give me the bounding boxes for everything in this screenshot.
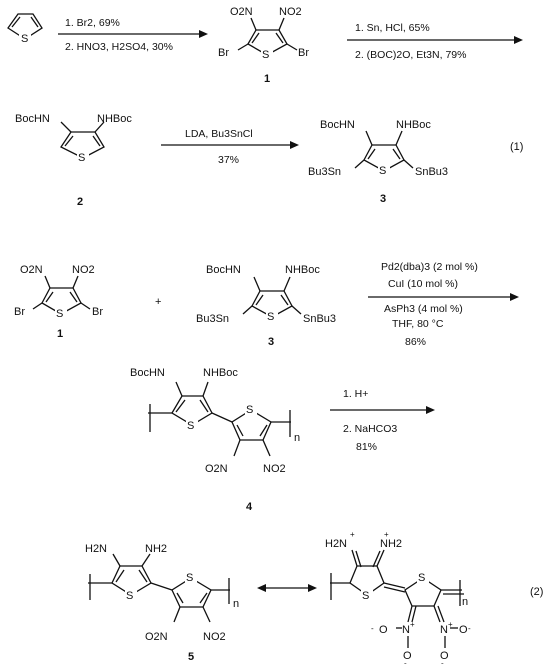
repeat-unit-n: n [462,596,468,608]
ring-sulfur-label: S [267,311,274,323]
repeat-unit-n: n [233,598,239,610]
boc-amino-left: BocHN [130,367,165,379]
step2-condition-2: 2. (BOC)2O, Et3N, 79% [355,49,466,61]
polymer-5-structure: S S H2N NH2 O2N NO2 n 5 [85,543,239,663]
ring-sulfur-label: S [246,404,253,416]
step3-yield: 37% [218,154,239,166]
tributylstannyl-right: SnBu3 [415,166,448,178]
nitronate-nitrogen-right: N [440,624,448,636]
bromo-left: Br [14,306,25,318]
compound-number: 3 [380,193,386,205]
nitronate-oxygen: O [379,624,388,636]
nitronate-oxygen: O [403,650,412,662]
ring-sulfur-label: S [362,590,369,602]
reactant-3-structure: S BocHN NHBoc Bu3Sn SnBu3 3 [196,264,336,348]
compound-2-structure: S BocHN NHBoc 2 [15,113,132,208]
amino-right: NH2 [145,543,167,555]
boc-amino-right: NHBoc [97,113,132,125]
boc-amino-right: NHBoc [285,264,320,276]
positive-charge: + [410,620,415,629]
boc-amino-left: BocHN [320,119,355,131]
reaction-arrow-coupling: Pd2(dba)3 (2 mol %) CuI (10 mol %) AsPh3… [368,261,519,348]
bromo-right: Br [92,306,103,318]
negative-charge: - [441,659,444,664]
ring-sulfur-label: S [187,420,194,432]
positive-charge-left: + [350,530,355,539]
ligand-condition: AsPh3 (4 mol %) [384,303,463,315]
repeat-unit-n: n [294,432,300,444]
tributylstannyl-right: SnBu3 [303,313,336,325]
bromo-left: Br [218,47,229,59]
polymer-4-structure: S S BocHN NHBoc O2N NO2 n 4 [130,367,300,513]
reaction-arrow-step3: LDA, Bu3SnCl 37% [161,128,299,166]
step3-condition-1: LDA, Bu3SnCl [185,128,253,140]
ring-sulfur-label: S [418,572,425,584]
compound-number: 4 [246,501,253,513]
boc-amino-right: NHBoc [396,119,431,131]
acid-step: 1. H+ [343,388,368,400]
nitronate-oxygen: O [440,650,449,662]
ring-sulfur-label: S [78,152,85,164]
ring-sulfur-label: S [262,49,269,61]
step2-condition-1: 1. Sn, HCl, 65% [355,22,430,34]
nitro-group-left: O2N [20,264,43,276]
catalyst-condition: Pd2(dba)3 (2 mol %) [381,261,478,273]
compound-1-structure: S O2N NO2 Br Br 1 [218,6,309,85]
compound-number: 5 [188,651,194,663]
tributylstannyl-left: Bu3Sn [196,313,229,325]
reaction-arrow-step1: 1. Br2, 69% 2. HNO3, H2SO4, 30% [58,17,208,53]
nitro-group-right: NO2 [203,631,226,643]
nitronate-nitrogen-left: N [402,624,410,636]
quinoid-resonance-structure: S S H2N NH2 + + n N + O - O - N + O - O … [325,530,471,664]
ring-sulfur-label: S [56,308,63,320]
positive-charge: + [448,620,453,629]
nitro-group-left: O2N [230,6,253,18]
solvent-temperature: THF, 80 °C [392,318,444,330]
compound-3-structure: S BocHN NHBoc Bu3Sn SnBu3 3 [308,119,448,205]
reaction-arrow-step2: 1. Sn, HCl, 65% 2. (BOC)2O, Et3N, 79% [347,22,523,61]
nitro-group-left: O2N [205,463,228,475]
ring-sulfur-label: S [21,33,28,45]
ring-sulfur-label: S [186,572,193,584]
reaction-yield: 86% [405,336,426,348]
plus-sign: + [155,296,161,308]
negative-charge: - [371,624,374,633]
compound-number: 1 [57,328,63,340]
reaction-arrow-deprotection: 1. H+ 2. NaHCO3 81% [330,388,435,453]
boc-amino-right: NHBoc [203,367,238,379]
bromo-right: Br [298,47,309,59]
thiophene-structure: S [7,13,43,45]
boc-amino-left: BocHN [206,264,241,276]
deprotection-yield: 81% [356,441,377,453]
compound-number: 3 [268,336,274,348]
nitro-group-left: O2N [145,631,168,643]
iminium-left: H2N [325,538,347,550]
negative-charge: - [468,624,471,633]
negative-charge: - [404,659,407,664]
ring-sulfur-label: S [126,590,133,602]
compound-number: 1 [264,73,270,85]
nitro-group-right: NO2 [263,463,286,475]
amino-left: H2N [85,543,107,555]
equation-number: (1) [510,141,523,153]
nitro-group-right: NO2 [72,264,95,276]
boc-amino-left: BocHN [15,113,50,125]
positive-charge-right: + [384,530,389,539]
cocatalyst-condition: CuI (10 mol %) [388,278,458,290]
nitronate-oxygen: O [459,624,468,636]
step1-condition-1: 1. Br2, 69% [65,17,120,29]
reactant-1-structure: S O2N NO2 Br Br 1 [14,264,103,340]
nitro-group-right: NO2 [279,6,302,18]
resonance-arrow [257,584,317,592]
tributylstannyl-left: Bu3Sn [308,166,341,178]
ring-sulfur-label: S [379,165,386,177]
base-step: 2. NaHCO3 [343,423,397,435]
iminium-right: NH2 [380,538,402,550]
compound-number: 2 [77,196,83,208]
step1-condition-2: 2. HNO3, H2SO4, 30% [65,41,173,53]
equation-number: (2) [530,586,543,598]
